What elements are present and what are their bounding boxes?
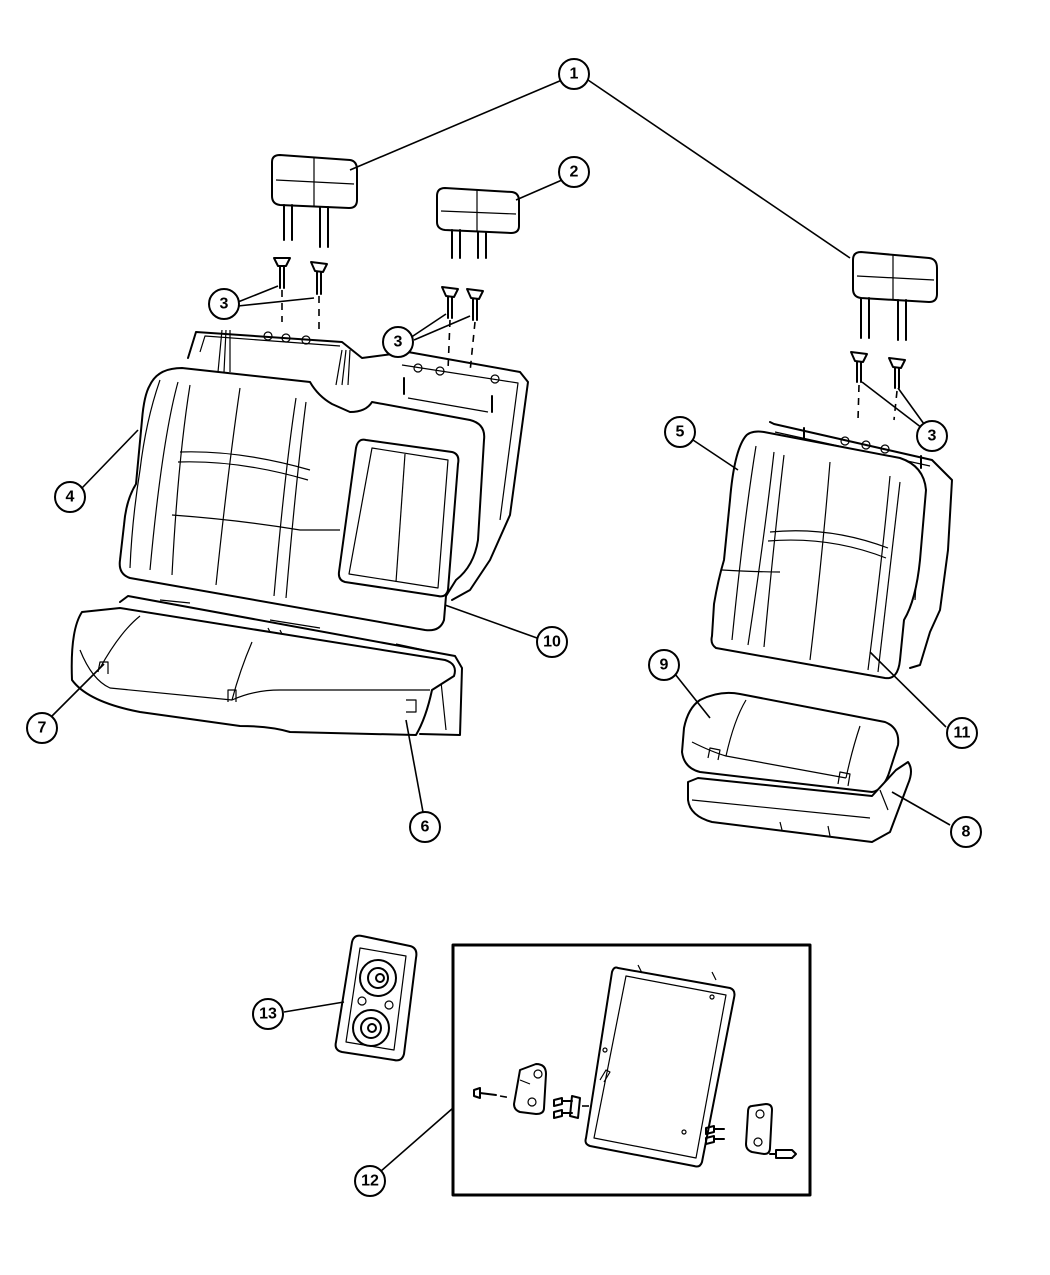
callout-3-right: 3 bbox=[916, 420, 948, 452]
seat-back-cover-right bbox=[710, 430, 927, 680]
seat-back-frame-left bbox=[187, 329, 529, 601]
callout-1-label: 1 bbox=[570, 66, 579, 83]
callout-7: 7 bbox=[26, 712, 58, 744]
cup-holder-insert bbox=[334, 934, 418, 1062]
detail-box-12 bbox=[451, 943, 812, 1197]
callout-10: 10 bbox=[536, 626, 568, 658]
callout-13: 13 bbox=[252, 998, 284, 1030]
callout-13-label: 13 bbox=[259, 1006, 277, 1023]
callout-3-left: 3 bbox=[208, 288, 240, 320]
callout-6: 6 bbox=[409, 811, 441, 843]
callout-4: 4 bbox=[54, 481, 86, 513]
seat-back-cover-left bbox=[118, 367, 486, 632]
callout-1: 1 bbox=[558, 58, 590, 90]
callout-2-label: 2 bbox=[570, 164, 579, 181]
callout-3-right-label: 3 bbox=[928, 428, 937, 445]
callout-10-label: 10 bbox=[543, 634, 561, 651]
callout-7-label: 7 bbox=[38, 720, 47, 737]
callout-5-label: 5 bbox=[676, 424, 685, 441]
callout-2: 2 bbox=[558, 156, 590, 188]
callout-9-label: 9 bbox=[660, 657, 669, 674]
seat-cushion-frame-right bbox=[687, 761, 912, 843]
headrest-left-outboard bbox=[271, 154, 358, 248]
callout-4-label: 4 bbox=[66, 489, 75, 506]
headrest-center bbox=[436, 187, 520, 259]
callout-12: 12 bbox=[354, 1165, 386, 1197]
guide-sleeves bbox=[273, 257, 906, 421]
callout-5: 5 bbox=[664, 416, 696, 448]
callout-3-center-label: 3 bbox=[394, 334, 403, 351]
headrest-right-outboard bbox=[852, 251, 938, 341]
leader-lines bbox=[49, 79, 951, 1173]
callout-11-label: 11 bbox=[954, 725, 971, 742]
callout-12-label: 12 bbox=[361, 1173, 379, 1190]
callout-6-label: 6 bbox=[421, 819, 430, 836]
callout-9: 9 bbox=[648, 649, 680, 681]
seat-cushion-right bbox=[681, 691, 900, 793]
callout-3-center: 3 bbox=[382, 326, 414, 358]
callout-8-label: 8 bbox=[962, 824, 971, 841]
callout-3-left-label: 3 bbox=[220, 296, 229, 313]
seat-cushion-left bbox=[70, 607, 456, 736]
armrest-panel-detail bbox=[473, 964, 797, 1168]
callout-11: 11 bbox=[946, 717, 978, 749]
callout-8: 8 bbox=[950, 816, 982, 848]
